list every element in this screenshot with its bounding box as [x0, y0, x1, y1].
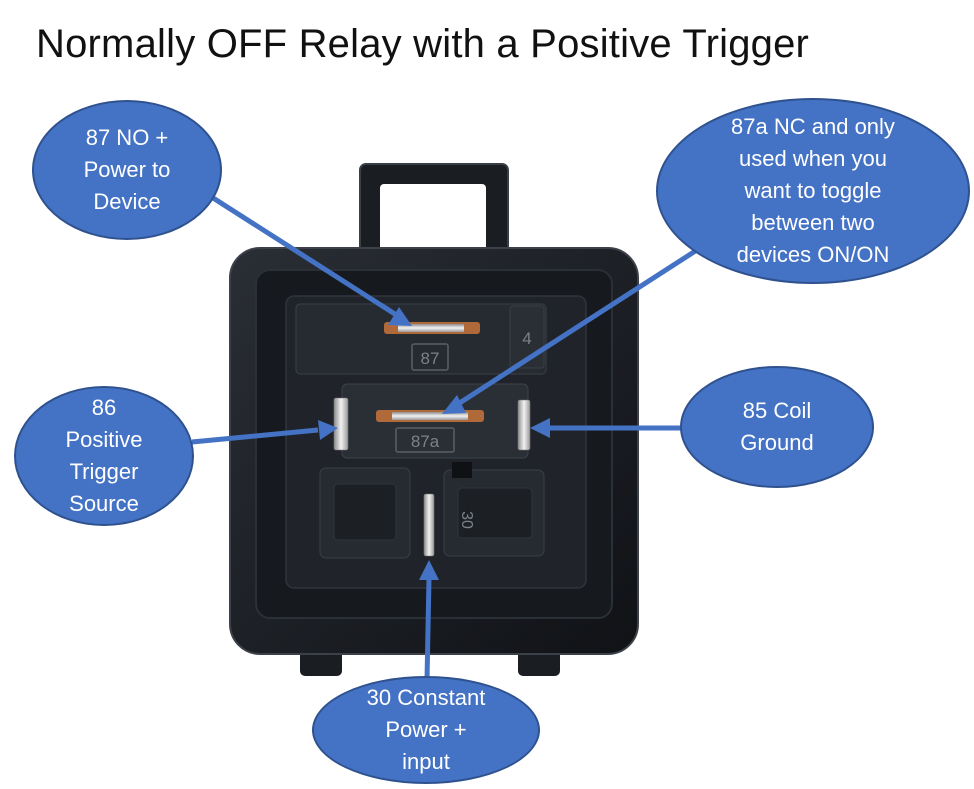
arrow-85: [530, 418, 682, 438]
callout-pin-86-line: Trigger: [69, 459, 139, 484]
callout-pin-30-line: 30 Constant: [366, 685, 486, 710]
callout-pin-30: 30 Constant Power + input: [312, 676, 540, 784]
marking-87: 87: [421, 349, 440, 368]
pin-85-terminal: [517, 399, 531, 451]
callout-pin-86-line: Positive: [65, 427, 143, 452]
relay-socket: [229, 163, 639, 676]
callout-pin-87: 87 NO + Power to Device: [32, 100, 222, 240]
pin-86-terminal: [333, 397, 349, 451]
callout-pin-87a: 87a NC and only used when you want to to…: [656, 98, 970, 284]
marking-30: 30: [458, 511, 475, 529]
arrow-87: [208, 193, 412, 326]
callout-pin-86: 86 Positive Trigger Source: [14, 386, 194, 526]
callout-pin-87a-line: used when you: [739, 146, 887, 171]
callout-pin-87a-line: want to toggle: [744, 178, 882, 203]
callout-pin-87a-line: devices ON/ON: [736, 242, 890, 267]
callout-pin-85-line: Ground: [740, 430, 814, 455]
callout-pin-87a-line: 87a NC and only: [731, 114, 895, 139]
marking-side-4: 4: [522, 329, 531, 348]
callout-pin-30-line: Power +: [385, 717, 467, 742]
callout-pin-86-line: Source: [69, 491, 139, 516]
callout-pin-30-line: input: [402, 749, 450, 774]
callout-pin-85: 85 Coil Ground: [680, 366, 874, 488]
arrow-86: [191, 420, 338, 445]
page-title: Normally OFF Relay with a Positive Trigg…: [36, 22, 810, 66]
pin-87a-terminal: [376, 410, 484, 422]
callout-pin-86-line: 86: [91, 395, 117, 420]
callout-pin-87a-line: between two: [751, 210, 875, 235]
callout-pin-87-line: 87 NO +: [85, 125, 169, 150]
arrow-30: [419, 560, 439, 681]
callout-pin-85-line: 85 Coil: [742, 398, 812, 423]
arrow-87a: [442, 245, 702, 414]
pin-30-terminal: [423, 493, 435, 557]
marking-87a: 87a: [411, 432, 440, 451]
callout-pin-87-line: Power to: [83, 157, 171, 182]
callout-pin-87-line: Device: [93, 189, 161, 214]
